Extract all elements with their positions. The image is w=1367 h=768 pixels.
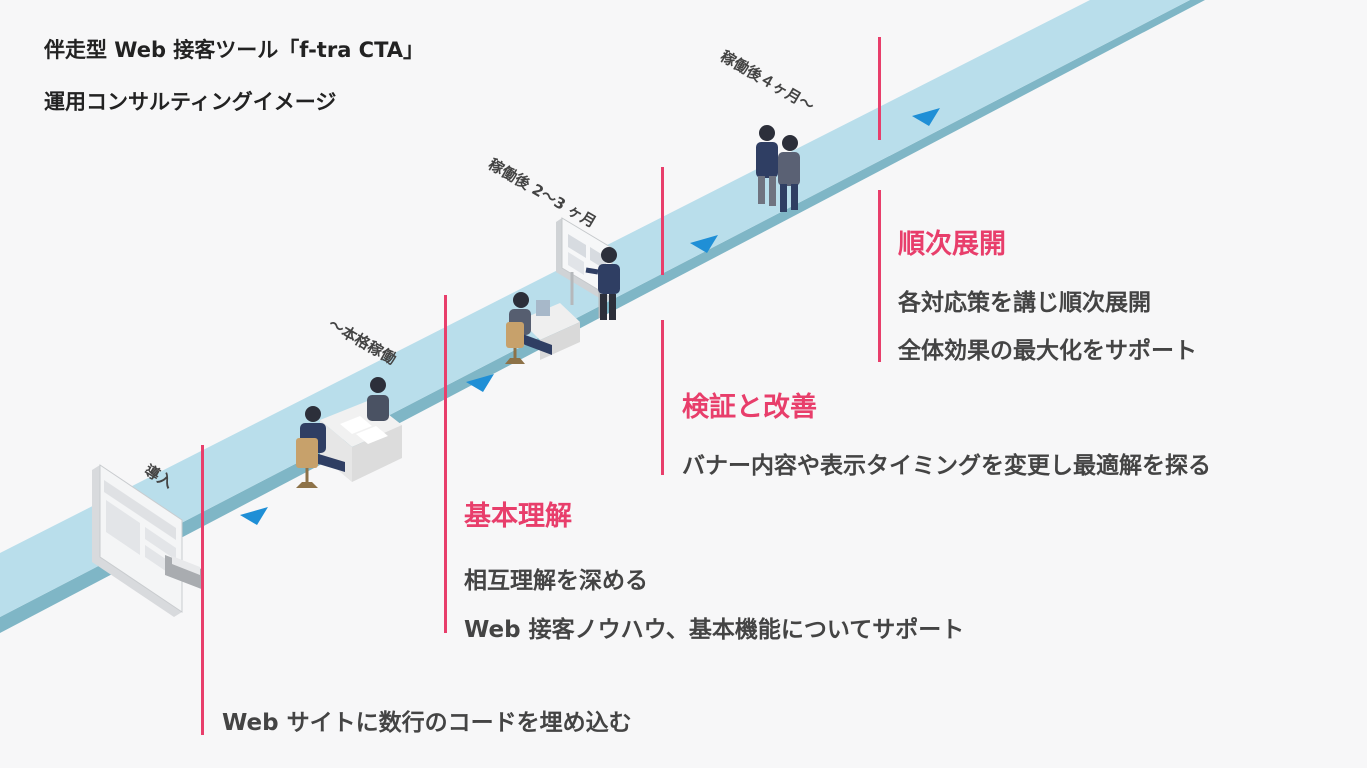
stage-desc-basics-2: Web 接客ノウハウ、基本機能についてサポート (464, 617, 965, 643)
website-mockup-icon (92, 464, 204, 617)
stage-desc-intro-1: Web サイトに数行のコードを埋め込む (222, 710, 632, 736)
stage-heading-rollout: 順次展開 (898, 229, 1006, 260)
arrow-icon (240, 507, 268, 525)
meeting-desk-icon (296, 377, 402, 488)
stage-heading-basics: 基本理解 (464, 501, 572, 532)
page-title: 伴走型 Web 接客ツール「f-tra CTA」 (44, 38, 425, 62)
timeline-marker-months23-lower (661, 320, 664, 475)
stage-heading-verify: 検証と改善 (682, 392, 817, 423)
arrow-icon (912, 108, 940, 126)
arrow-icon (466, 374, 494, 392)
presentation-board-icon (556, 217, 620, 320)
stage-desc-verify-1: バナー内容や表示タイミングを変更し最適解を探る (682, 453, 1211, 479)
stage-desc-basics-1: 相互理解を深める (464, 568, 648, 594)
stage-desc-rollout-2: 全体効果の最大化をサポート (898, 338, 1197, 364)
timeline-marker-months23 (661, 167, 664, 275)
timeline-marker-full (444, 295, 447, 633)
timeline-marker-months4 (878, 37, 881, 140)
page-subtitle: 運用コンサルティングイメージ (44, 90, 337, 114)
timeline-marker-months4-lower (878, 190, 881, 362)
timeline-marker-intro (201, 445, 204, 735)
arrow-icon (690, 235, 718, 253)
stage-desc-rollout-1: 各対応策を講じ順次展開 (898, 290, 1151, 316)
partners-walking-icon (756, 125, 800, 212)
workstation-icon (505, 292, 580, 364)
